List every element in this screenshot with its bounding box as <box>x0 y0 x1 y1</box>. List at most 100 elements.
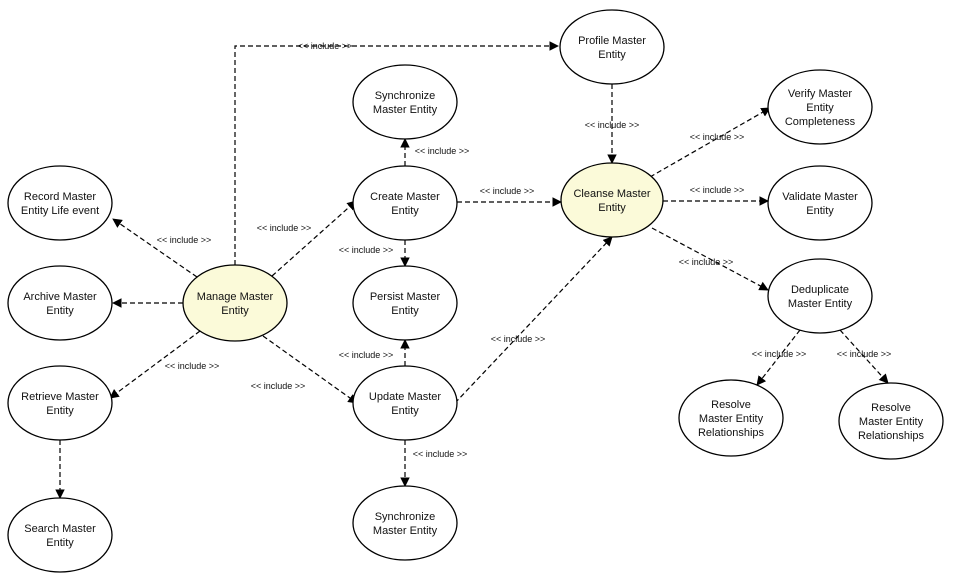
dashed-arrow <box>454 236 613 404</box>
use-case-ellipse <box>352 265 458 341</box>
use-case-label-line: Relationships <box>858 430 925 442</box>
use-case-label-line: Validate Master <box>782 191 858 203</box>
include-edge-manage-to-update: << include >> <box>251 335 358 404</box>
include-edge-create-to-sync_top: << include >> <box>400 138 469 166</box>
use-case-ellipse <box>767 258 873 334</box>
include-label: << include >> <box>339 245 394 255</box>
use-case-label-line: Entity <box>806 205 834 217</box>
use-case-label-line: Persist Master <box>370 291 441 303</box>
use-case-label-line: Master Entity <box>788 298 853 310</box>
include-edge-create-to-cleanse: << include >> <box>457 186 562 207</box>
include-label: << include >> <box>251 381 306 391</box>
include-label: << include >> <box>257 223 312 233</box>
use-case-label-line: Resolve <box>711 399 751 411</box>
use-case-label-line: Retrieve Master <box>21 391 99 403</box>
use-case-label-line: Master Entity <box>859 416 924 428</box>
include-label: << include >> <box>837 349 892 359</box>
use-case-label-line: Master Entity <box>373 104 438 116</box>
use-case-label-line: Entity <box>391 305 419 317</box>
dashed-arrow <box>839 329 889 384</box>
use-case-ellipse <box>767 69 873 145</box>
include-label: << include >> <box>157 235 212 245</box>
use-case-ellipse <box>767 165 873 241</box>
use-case-label-line: Entity <box>46 305 74 317</box>
include-edge-update-to-cleanse: << include >> <box>454 236 613 404</box>
use-case-ellipse <box>678 379 784 457</box>
use-case-ellipse <box>7 165 113 241</box>
include-label: << include >> <box>585 120 640 130</box>
use-case-label-line: Relationships <box>698 427 765 439</box>
use-case-ellipse <box>560 162 664 238</box>
use-case-label-line: Cleanse Master <box>573 188 650 200</box>
use-case-label-line: Archive Master <box>23 291 97 303</box>
use-case-label-line: Verify Master <box>788 88 853 100</box>
use-case-ellipse <box>7 365 113 441</box>
include-label: << include >> <box>491 334 546 344</box>
include-label: << include >> <box>165 361 220 371</box>
use-case-label-line: Search Master <box>24 523 96 535</box>
include-edge-manage-to-record: << include >> <box>112 218 212 278</box>
use-case-label-line: Entity <box>598 49 626 61</box>
dashed-arrow <box>271 200 357 277</box>
dashed-arrow <box>649 107 771 178</box>
include-edge-dedup-to-resolve2: << include >> <box>837 329 892 384</box>
include-edge-update-to-sync_bottom: << include >> <box>400 440 467 487</box>
use-case-label-line: Deduplicate <box>791 284 849 296</box>
use-case-ellipse <box>7 265 113 341</box>
include-label: << include >> <box>752 349 807 359</box>
use-case-label-line: Entity <box>46 537 74 549</box>
use-case-label-line: Profile Master <box>578 35 646 47</box>
use-case-label-line: Entity <box>806 102 834 114</box>
include-edge-profile-to-cleanse: << include >> <box>585 84 640 164</box>
dashed-arrow <box>756 329 801 386</box>
dashed-arrow <box>651 227 769 291</box>
use-case-ellipse <box>352 485 458 561</box>
use-case-label-line: Synchronize <box>375 90 436 102</box>
dashed-arrow <box>109 330 201 399</box>
include-label: << include >> <box>690 132 745 142</box>
use-case-label-line: Entity <box>221 305 249 317</box>
include-edge-dedup-to-resolve1: << include >> <box>752 329 807 386</box>
include-edges: << include >> << include >> << include >> <… <box>55 41 892 499</box>
include-edge-cleanse-to-verify: << include >> <box>649 107 771 178</box>
use-case-label-line: Entity <box>391 405 419 417</box>
use-case-ellipse <box>352 165 458 241</box>
include-edge-manage-to-retrieve: << include >> <box>109 330 220 399</box>
include-edge-update-to-persist: << include >> <box>339 339 410 366</box>
use-case-label-line: Entity <box>391 205 419 217</box>
include-label: << include >> <box>298 41 353 51</box>
use-case-ellipse <box>352 365 458 441</box>
use-case-label-line: Entity Life event <box>21 205 99 217</box>
use-case-label-line: Resolve <box>871 402 911 414</box>
use-case-ellipse <box>559 9 665 85</box>
use-case-ellipse <box>352 64 458 140</box>
include-edge-create-to-persist: << include >> <box>339 240 410 267</box>
include-label: << include >> <box>679 257 734 267</box>
use-case-label-line: Entity <box>598 202 626 214</box>
include-edge-cleanse-to-dedup: << include >> <box>651 227 769 291</box>
include-edge-manage-to-create: << include >> <box>257 200 357 277</box>
use-case-label-line: Manage Master <box>197 291 274 303</box>
use-case-label-line: Completeness <box>785 116 856 128</box>
use-case-label-line: Create Master <box>370 191 440 203</box>
use-case-label-line: Entity <box>46 405 74 417</box>
